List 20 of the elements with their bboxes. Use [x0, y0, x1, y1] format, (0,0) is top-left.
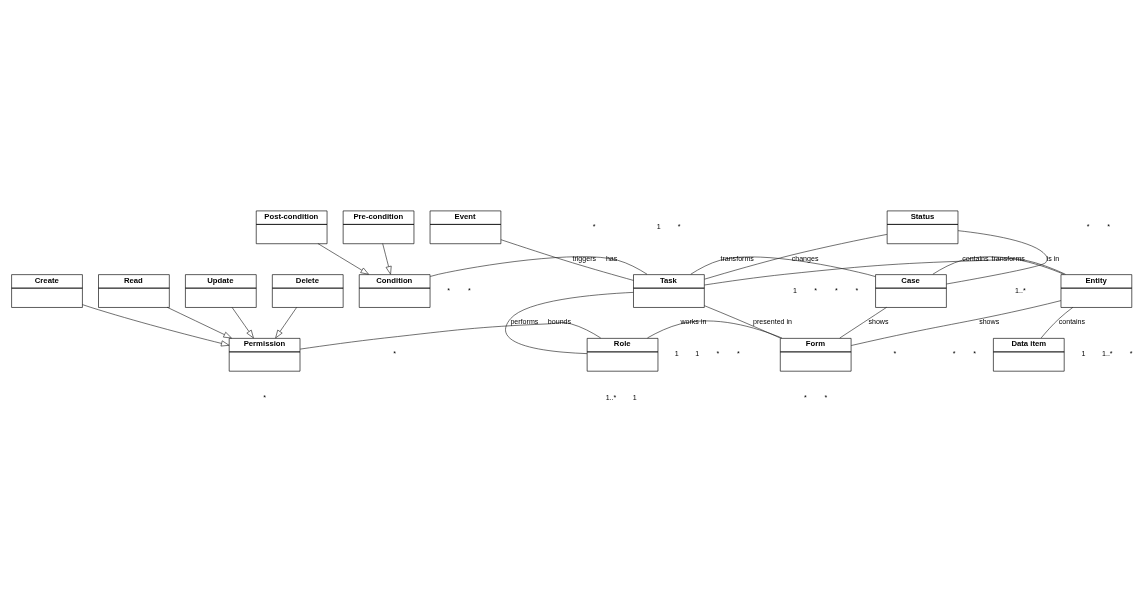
connector [704, 233, 888, 279]
arrow [275, 306, 298, 338]
connector [932, 255, 1065, 275]
connector [429, 255, 648, 277]
arrow [382, 242, 392, 274]
arrow [82, 303, 230, 346]
arrow [231, 306, 254, 338]
arrow [166, 306, 232, 338]
connector [299, 321, 601, 349]
connector [505, 291, 634, 354]
connector [647, 320, 783, 338]
connector [839, 306, 887, 338]
connector [946, 229, 1048, 284]
connector [690, 256, 876, 277]
connector [704, 304, 781, 338]
connector [500, 238, 634, 281]
arrow [317, 242, 369, 275]
connector [850, 299, 1062, 346]
connector [1040, 306, 1074, 338]
connector [704, 257, 1066, 285]
